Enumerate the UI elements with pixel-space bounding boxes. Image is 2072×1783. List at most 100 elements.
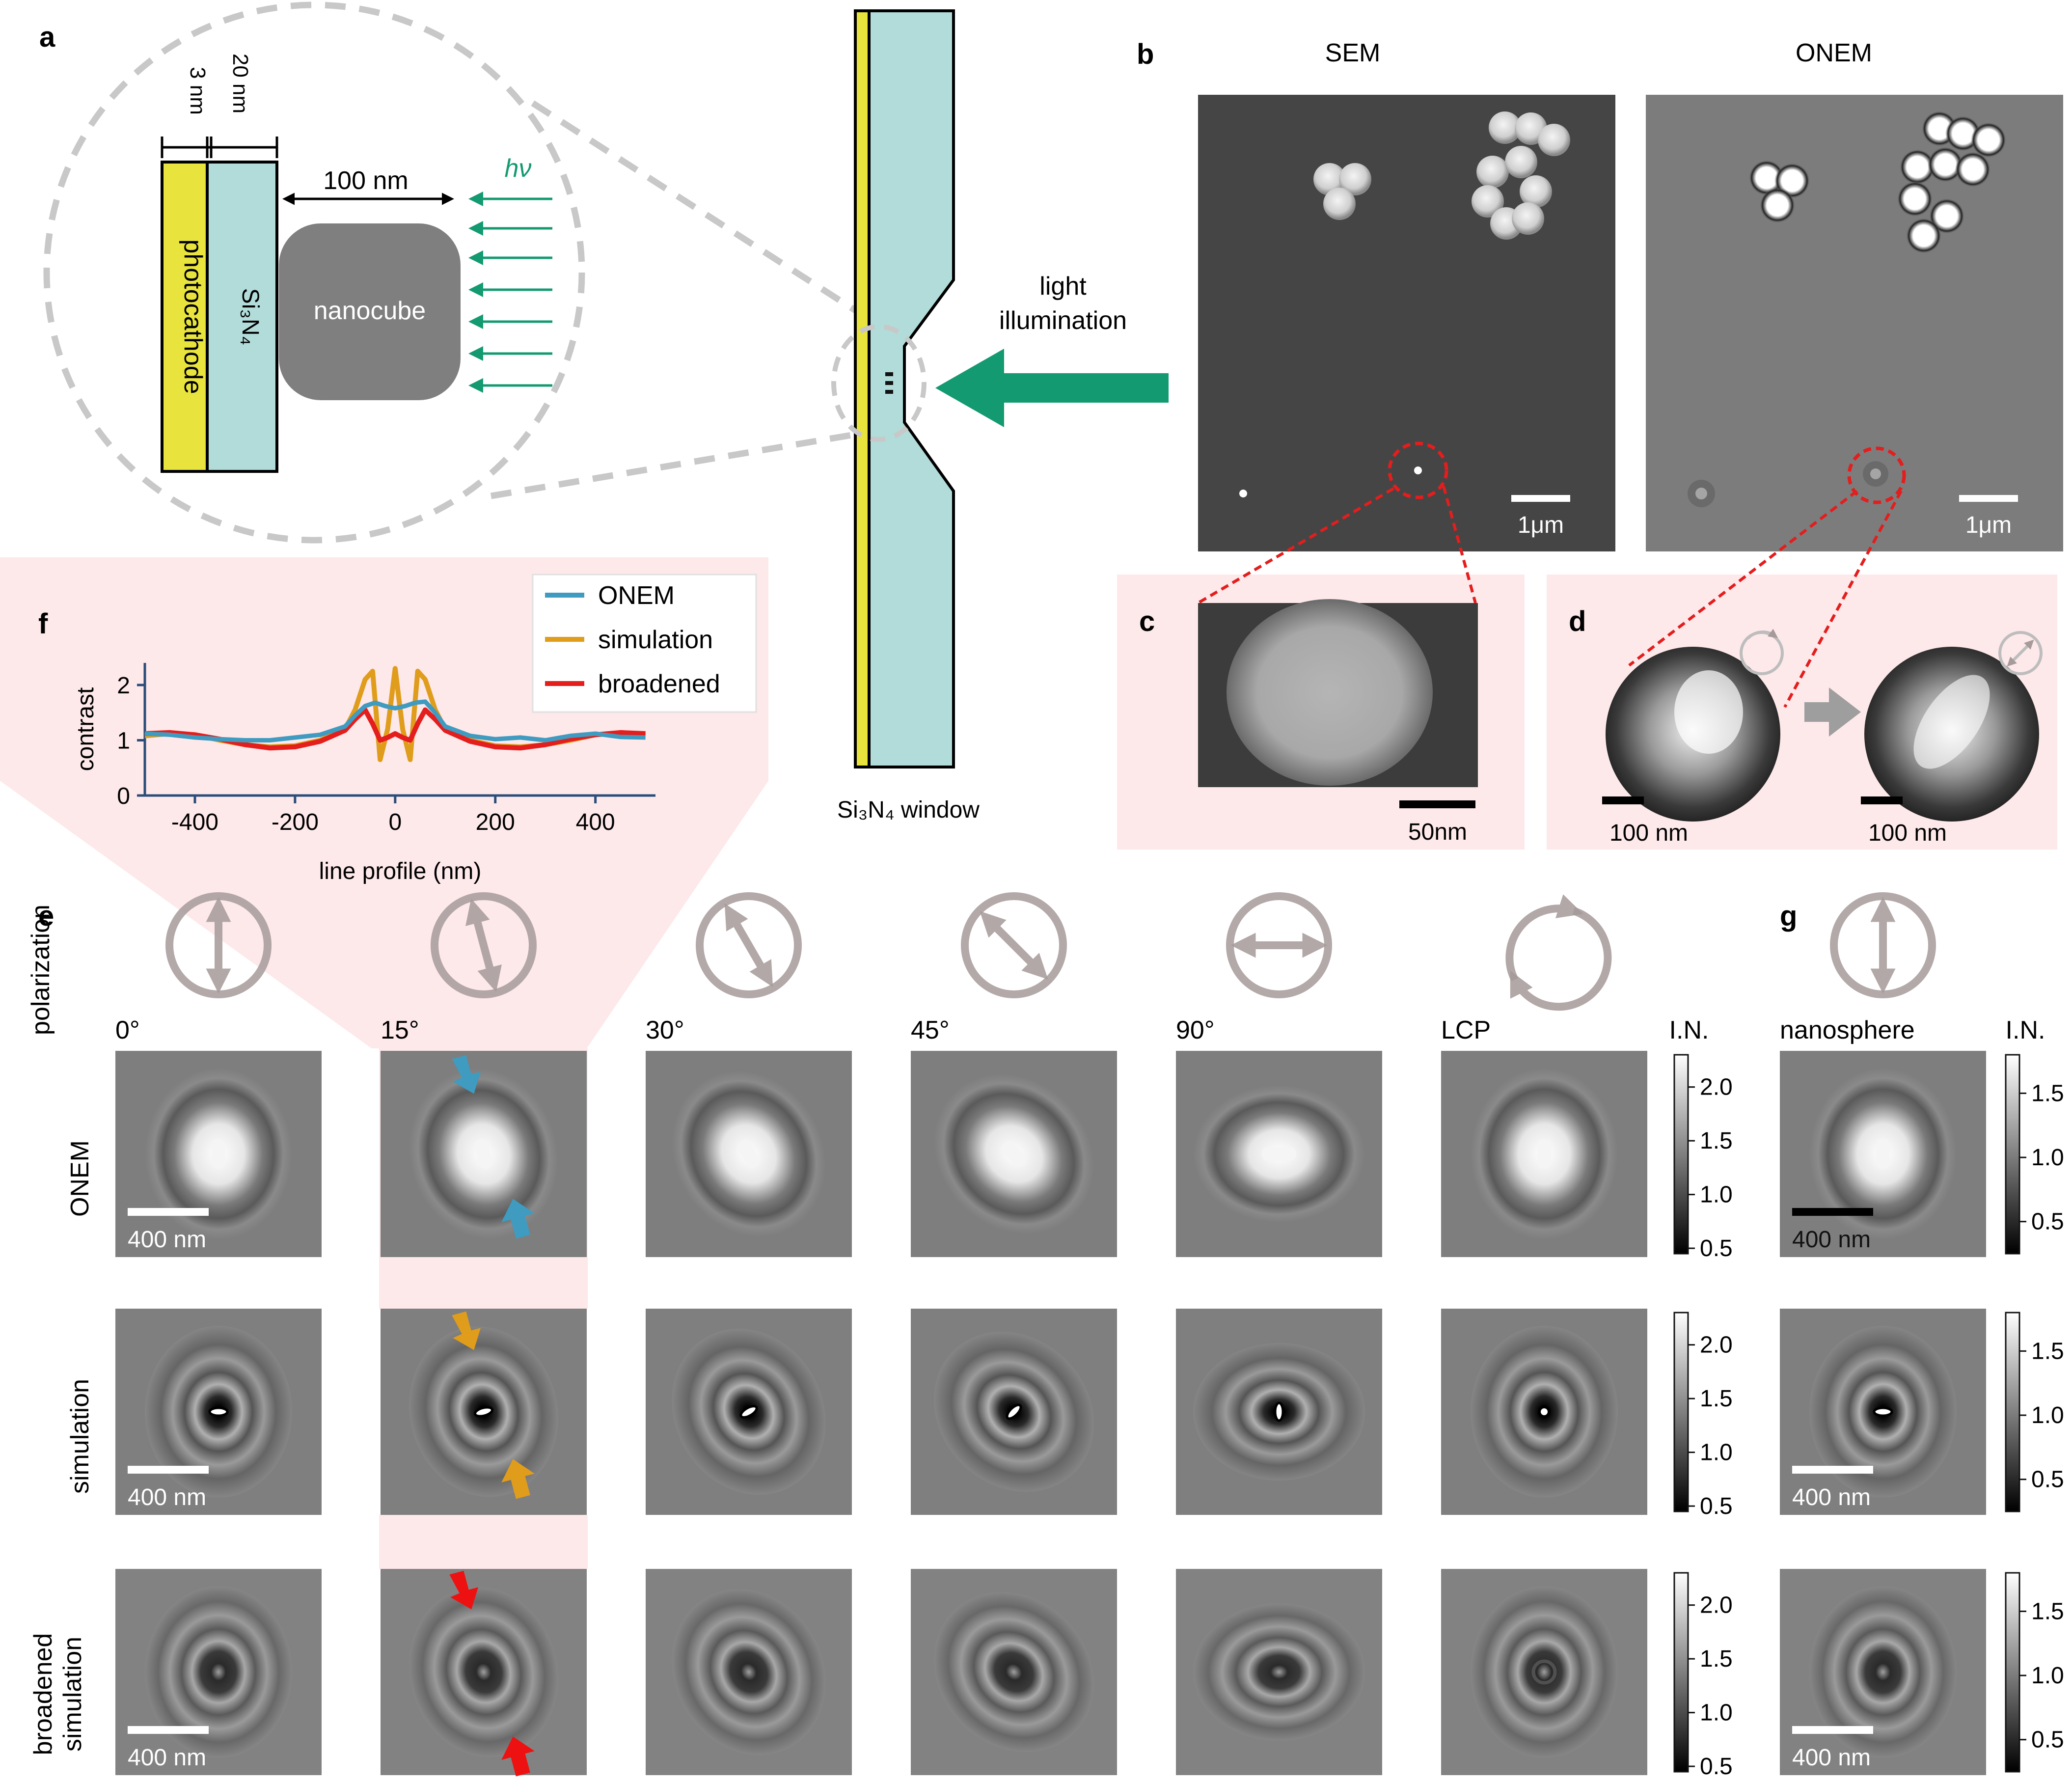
x-tick-label: 0 — [388, 809, 402, 835]
sem-scale-label: 1μm — [1518, 512, 1564, 538]
panel-d-scale-left: 100 nm — [1609, 820, 1688, 846]
tile-r0-c0: 400 nm — [115, 1051, 322, 1257]
photon-label: hν — [505, 154, 532, 183]
onem-scalebar — [1959, 495, 2018, 502]
tile-r1-c3 — [911, 1309, 1117, 1515]
angle-label-1: 15° — [381, 1016, 419, 1044]
column-15-highlight-3 — [379, 1515, 588, 1569]
panel-label-a: a — [39, 21, 55, 53]
scale-label: 400 nm — [128, 1227, 206, 1253]
colorbar-tick: 1.0 — [2031, 1663, 2064, 1689]
colorbar: 1.51.00.5 — [2005, 1572, 2064, 1773]
panel-b: SEM ONEM 1μm — [1197, 39, 2063, 708]
scalebar — [1792, 1466, 1873, 1474]
colorbars-g: 1.51.00.51.51.00.51.51.00.5 — [2005, 1054, 2064, 1773]
scalebar — [1792, 1208, 1873, 1216]
tile-r2-c6: 400 nm — [1780, 1569, 1986, 1775]
colorbar-tick: 2.0 — [1700, 1074, 1733, 1100]
tile-r0-c3 — [911, 1051, 1117, 1257]
sem-image — [1198, 95, 1615, 551]
si3n4-label: Si₃N₄ — [237, 288, 263, 345]
angle-labels: 0°15°30°45°90°LCP — [115, 1016, 1491, 1044]
polarization-icon-2 — [696, 892, 802, 998]
simulation-row-label: simulation — [66, 1379, 94, 1494]
colorbar-tick: 0.5 — [1700, 1235, 1733, 1262]
panel-d-arrow — [1804, 687, 1861, 737]
colorbar-tick: 0.5 — [2031, 1467, 2064, 1493]
scale-label: 400 nm — [1792, 1745, 1871, 1771]
nanocube-shape — [279, 223, 461, 400]
legend-onem: ONEM — [598, 581, 675, 610]
x-tick-label: 200 — [476, 809, 515, 835]
onem-image — [1646, 95, 2063, 551]
polarization-icon-0 — [165, 892, 272, 998]
colorbar-tick: 1.0 — [1700, 1182, 1733, 1208]
tile-r1-c2 — [646, 1309, 852, 1515]
colorbar-title-g: I.N. — [2006, 1016, 2045, 1044]
photocathode-label: photocathode — [179, 239, 207, 394]
series-line-broadened — [144, 707, 646, 751]
light-label-2: illumination — [999, 306, 1127, 335]
zoom-line-bottom — [490, 429, 870, 499]
column-15-highlight-2 — [379, 1255, 588, 1309]
x-tick-label: -200 — [272, 809, 319, 835]
chart-legend: ONEM simulation broadened — [532, 574, 757, 713]
tile-r0-c2 — [646, 1051, 852, 1257]
colorbar-title-e: I.N. — [1669, 1016, 1709, 1044]
scale-label: 400 nm — [1792, 1484, 1871, 1510]
dim-100nm: 100 nm — [323, 166, 408, 195]
panel-label-f: f — [38, 608, 48, 640]
window-label: Si₃N₄ window — [837, 797, 980, 823]
linear-polarization-icon — [1998, 631, 2043, 675]
colorbar-tick: 1.5 — [2031, 1338, 2064, 1364]
onem-scale-label: 1μm — [1965, 512, 2012, 538]
colorbar: 2.0 1.5 1.0 0.5 — [1673, 1572, 1733, 1780]
scalebar — [128, 1726, 209, 1734]
dim-3nm: 3 nm — [186, 67, 210, 115]
x-tick-label: 400 — [576, 809, 615, 835]
y-tick-label: 2 — [117, 673, 130, 699]
tile-r1-c0: 400 nm — [115, 1309, 322, 1515]
window-si3n4 — [868, 9, 955, 768]
colorbar-tick: 1.0 — [1700, 1700, 1733, 1726]
onem-row-label: ONEM — [66, 1140, 94, 1217]
polarization-icon-1 — [431, 892, 537, 998]
tile-r0-c1 — [381, 1051, 587, 1257]
tile-r2-c5 — [1441, 1569, 1647, 1775]
series-line-ONEM — [144, 699, 646, 742]
colorbar: 2.01.51.00.5 — [1673, 1312, 1733, 1519]
colorbars-e: 2.01.51.00.52.01.51.00.52.01.51.00.5 — [1673, 1054, 1733, 1780]
colorbar-tick: 2.0 — [1700, 1592, 1733, 1618]
colorbar-tick: 1.5 — [1700, 1646, 1733, 1672]
panel-d: 100 nm 100 nm — [1602, 629, 2043, 846]
onem-blobs — [1749, 111, 2006, 253]
tile-r2-c3 — [911, 1569, 1117, 1775]
window-nanocubes — [885, 372, 893, 394]
tile-r2-c0: 400 nm — [115, 1569, 322, 1775]
angle-label-3: 45° — [911, 1016, 950, 1044]
scale-label: 400 nm — [1792, 1227, 1871, 1253]
photon-arrows — [468, 192, 552, 393]
window-photocathode — [854, 9, 871, 768]
legend-broadened: broadened — [598, 670, 720, 698]
sem-scalebar — [1511, 495, 1570, 502]
dim-20nm: 20 nm — [228, 54, 252, 113]
colorbar-tick: 0.5 — [1700, 1754, 1733, 1780]
tile-r0-c4 — [1176, 1051, 1382, 1257]
angle-label-2: 30° — [646, 1016, 684, 1044]
scalebar — [128, 1466, 209, 1474]
tile-r1-c5 — [1441, 1309, 1647, 1515]
colorbar: 2.01.51.00.5 — [1673, 1054, 1733, 1262]
tile-r2-c4 — [1176, 1569, 1382, 1775]
colorbar-tick: 1.0 — [2031, 1402, 2064, 1428]
nanocube-label: nanocube — [314, 297, 426, 325]
angle-label-5: LCP — [1441, 1016, 1491, 1044]
colorbar-tick: 0.5 — [1700, 1493, 1733, 1519]
tile-r2-c2 — [646, 1569, 852, 1775]
panel-d-scale-right: 100 nm — [1868, 820, 1947, 846]
colorbar-tick: 1.5 — [2031, 1598, 2064, 1624]
panel-label-g: g — [1780, 900, 1797, 932]
colorbar: 1.51.00.5 — [2005, 1054, 2064, 1255]
colorbar-tick: 2.0 — [1700, 1332, 1733, 1358]
